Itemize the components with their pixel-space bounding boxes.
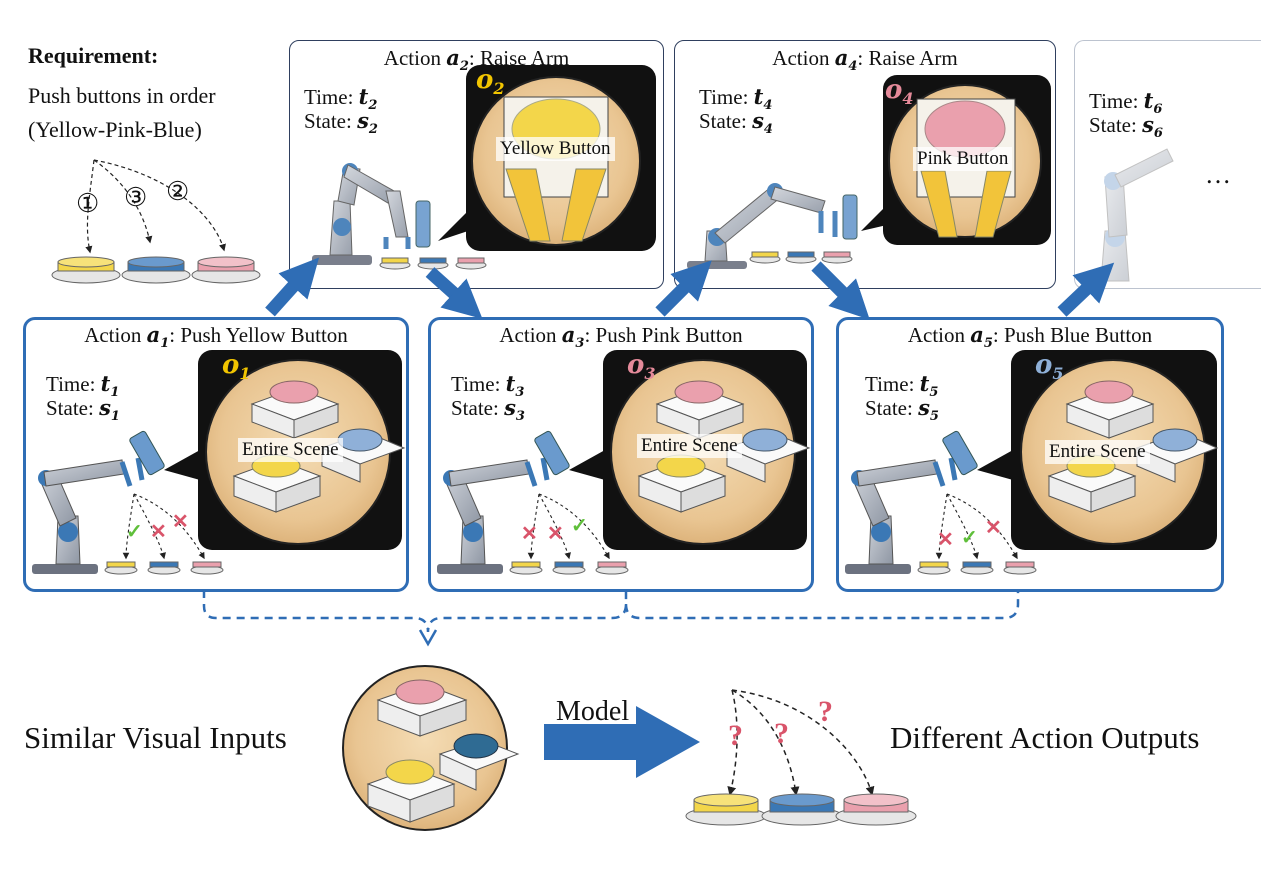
state-card-a3: Action a3: Push Pink Button Time: t3 Sta… — [428, 317, 814, 592]
card-a3-mark-yellow: ✕ — [521, 523, 538, 545]
card-a2-state: State: s2 — [304, 108, 378, 138]
order-mark-2: ② — [166, 177, 190, 206]
card-a4-view-label: Pink Button — [913, 147, 1013, 171]
card-a3-obs-label: o3 — [627, 350, 656, 384]
output-arrows — [685, 689, 917, 826]
robot-arm-icon — [845, 430, 978, 574]
state-card-a2: Action a2: Raise Arm Time: t2 State: s2 — [289, 40, 664, 289]
requirement-line2: (Yellow-Pink-Blue) — [28, 117, 202, 142]
output-pink-button-icon — [835, 793, 917, 826]
card-a1-state: State: s1 — [46, 395, 120, 425]
model-label: Model — [556, 696, 630, 727]
mini-buttons-icon — [509, 561, 629, 575]
card-a2-view-label: Yellow Button — [496, 137, 615, 161]
card-a1-obs-label: o1 — [222, 350, 251, 384]
card-t6-ellipsis: … — [1205, 160, 1231, 189]
card-a1-mark-yellow: ✓ — [126, 521, 143, 543]
card-a3-mark-blue: ✕ — [547, 523, 564, 545]
card-t6-scene — [1100, 148, 1174, 282]
card-a4-obs-label: o4 — [885, 75, 914, 109]
card-a5-obs-label: o5 — [1035, 350, 1064, 384]
order-mark-1: ① — [76, 189, 100, 218]
card-a4-time: Time: t4 — [699, 84, 773, 114]
merge-brace — [202, 590, 1020, 633]
pink-button-icon — [191, 256, 261, 284]
card-a1-scene — [32, 350, 406, 575]
card-a5-view-label: Entire Scene — [1045, 440, 1150, 464]
card-a2-obs-label: o2 — [476, 65, 505, 99]
card-a4-title: Action a4: Raise Arm — [772, 45, 958, 75]
card-a3-title: Action a3: Push Pink Button — [499, 322, 743, 352]
blue-button-icon — [121, 256, 191, 284]
scene-buttons — [637, 380, 811, 513]
card-a5-scene — [845, 350, 1219, 575]
card-a3-mark-pink: ✓ — [571, 515, 588, 537]
output-yellow-button-icon — [685, 793, 767, 826]
mini-buttons-icon — [379, 257, 487, 270]
question-mark-yellow: ? — [728, 719, 743, 752]
state-card-a4: Action a4: Raise Arm Time: t4 State: s4 … — [674, 40, 1056, 289]
card-a1-mark-pink: ✕ — [172, 511, 189, 533]
mini-buttons-icon — [749, 251, 853, 264]
robot-arm-icon — [312, 163, 431, 265]
card-a1-mark-blue: ✕ — [150, 521, 167, 543]
card-a4-state: State: s4 — [699, 108, 773, 138]
yellow-button-icon — [51, 256, 121, 284]
different-action-outputs-label: Different Action Outputs — [890, 720, 1200, 755]
card-a5-mark-blue: ✓ — [961, 527, 978, 549]
mini-buttons-icon — [917, 561, 1037, 575]
robot-arm-icon — [1100, 148, 1174, 282]
requirement-line1: Push buttons in order — [28, 83, 216, 108]
card-a1-view-label: Entire Scene — [238, 438, 343, 462]
state-card-a1: Action a1: Push Yellow Button Time: t1 S… — [23, 317, 409, 592]
robot-arm-icon — [437, 430, 570, 574]
card-a1-time: Time: t1 — [46, 371, 120, 401]
state-card-a5: Action a5: Push Blue Button Time: t5 Sta… — [836, 317, 1224, 592]
card-a3-state: State: s3 — [451, 395, 525, 425]
similar-visual-inputs-label: Similar Visual Inputs — [24, 720, 287, 755]
requirement-title: Requirement: — [28, 43, 159, 68]
card-a3-time: Time: t3 — [451, 371, 525, 401]
question-mark-blue: ? — [774, 717, 789, 750]
question-mark-pink: ? — [818, 695, 833, 728]
card-a5-mark-pink: ✕ — [985, 517, 1002, 539]
order-mark-3: ③ — [124, 183, 148, 212]
card-a5-time: Time: t5 — [865, 371, 939, 401]
card-t6-state: State: s6 — [1089, 112, 1163, 142]
similar-input-scene — [342, 665, 520, 831]
robot-arm-icon — [687, 183, 858, 269]
card-a5-state: State: s5 — [865, 395, 939, 425]
card-a5-title: Action a5: Push Blue Button — [907, 322, 1153, 352]
requirement-block: Requirement: Push buttons in order (Yell… — [28, 44, 278, 294]
requirement-order-arrows — [51, 159, 261, 284]
mini-buttons-icon — [104, 561, 224, 575]
output-blue-button-icon — [761, 793, 843, 826]
card-a3-scene — [437, 350, 811, 575]
card-a3-view-label: Entire Scene — [637, 434, 742, 458]
robot-arm-icon — [32, 430, 165, 574]
card-a5-mark-yellow: ✕ — [937, 529, 954, 551]
card-a2-time: Time: t2 — [304, 84, 378, 114]
state-card-t6: Time: t6 State: s6 … — [1074, 40, 1261, 289]
card-a1-title: Action a1: Push Yellow Button — [84, 322, 348, 352]
card-t6-time: Time: t6 — [1089, 88, 1163, 118]
